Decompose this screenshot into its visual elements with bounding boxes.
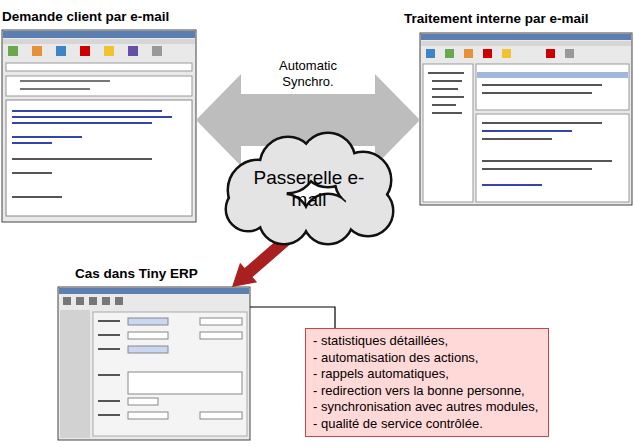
edge-label: Automatic Synchro. <box>262 58 354 90</box>
toolbar-icon <box>128 46 138 56</box>
text-line <box>98 320 120 322</box>
text-line <box>432 104 456 106</box>
selected-row <box>477 72 628 78</box>
window-frame <box>2 30 196 222</box>
text-line <box>482 92 592 94</box>
screenshot-heading: Cas dans Tiny ERP <box>75 266 198 282</box>
feature-box: - statistiques détaillées,- automatisati… <box>305 328 549 437</box>
form-field <box>128 332 168 339</box>
menu-bar <box>3 39 195 44</box>
email-client-window <box>2 30 196 222</box>
text-line <box>12 122 152 124</box>
text-line <box>12 110 162 112</box>
feature-item: - statistiques détaillées, <box>313 333 541 350</box>
text-line <box>432 96 464 98</box>
internal-mail-window <box>420 33 632 205</box>
toolbar-icon <box>502 49 511 58</box>
side-panel <box>60 310 90 438</box>
feature-item: - redirection vers la bonne personne, <box>313 383 541 400</box>
toolbar-icon <box>102 297 110 305</box>
title-bar <box>59 288 249 294</box>
text-line <box>482 84 602 86</box>
toolbar-icon <box>63 297 71 305</box>
toolbar-icon <box>56 46 66 56</box>
connector-line <box>250 307 335 328</box>
text-line <box>12 158 152 160</box>
cloud-fill <box>344 187 392 235</box>
toolbar-icon <box>464 49 473 58</box>
form-field <box>200 412 242 419</box>
preview-pane <box>476 114 629 202</box>
feature-item: - qualité de service contrôlée. <box>313 416 541 433</box>
toolbar-icon <box>152 46 162 56</box>
toolbar-icon <box>483 49 492 58</box>
toolbar-icon <box>546 49 555 58</box>
erp-window <box>58 287 250 440</box>
text-line <box>12 196 62 198</box>
text-line <box>482 160 612 162</box>
screenshot-heading: Traitement interne par e-mail <box>404 11 589 27</box>
toolbar-icon <box>445 49 454 58</box>
screenshot-heading: Demande client par e-mail <box>2 9 169 25</box>
menu-bar <box>421 41 631 46</box>
text-line <box>98 348 120 350</box>
window-frame <box>58 287 250 440</box>
toolbar-icon <box>426 49 435 58</box>
form-field <box>128 398 158 405</box>
gateway-cloud: Passerelle e-mail <box>218 135 400 243</box>
folder-pane <box>423 64 473 202</box>
text-line <box>482 184 542 186</box>
text-line <box>432 88 458 90</box>
title-bar <box>421 34 631 40</box>
text-line <box>98 400 120 402</box>
feature-item: - automatisation des actions, <box>313 350 541 367</box>
toolbar-icon <box>32 46 42 56</box>
gateway-label: Passerelle e-mail <box>247 167 371 211</box>
window-frame <box>420 33 632 205</box>
text-line <box>482 122 602 124</box>
cloud-fill <box>227 188 269 230</box>
text-line <box>482 138 552 140</box>
form-area <box>93 312 247 436</box>
form-field <box>128 346 168 353</box>
text-line <box>482 168 592 170</box>
message-body <box>6 100 192 216</box>
toolbar-icon <box>565 49 574 58</box>
form-textarea <box>128 372 242 394</box>
form-field <box>200 318 242 325</box>
header-list <box>6 76 192 96</box>
text-line <box>432 112 462 114</box>
text-line <box>20 80 110 82</box>
screenshot-box: Cas dans Tiny ERP <box>58 287 250 440</box>
text-line <box>12 172 52 174</box>
screenshot-box: Demande client par e-mail <box>2 30 196 222</box>
form-field <box>128 412 168 419</box>
text-line <box>98 374 120 376</box>
toolbar-icon <box>8 46 18 56</box>
title-bar <box>3 31 195 38</box>
feature-item: - rappels automatiques, <box>313 366 541 383</box>
feature-item: - synchronisation avec autres modules, <box>313 399 541 416</box>
toolbar-icon <box>89 297 97 305</box>
text-line <box>428 72 464 74</box>
text-line <box>98 414 120 416</box>
form-field <box>200 332 242 339</box>
text-line <box>12 142 52 144</box>
form-field <box>128 318 168 325</box>
account-field <box>6 63 192 71</box>
text-line <box>12 116 172 118</box>
message-list <box>476 64 629 110</box>
text-line <box>98 334 120 336</box>
text-line <box>12 136 82 138</box>
text-line <box>432 80 462 82</box>
toolbar-icon <box>76 297 84 305</box>
toolbar-icon <box>104 46 114 56</box>
toolbar-icon <box>80 46 90 56</box>
toolbar-icon <box>115 297 123 305</box>
text-line <box>482 130 572 132</box>
screenshot-box: Traitement interne par e-mail <box>420 33 632 205</box>
text-line <box>20 88 90 90</box>
